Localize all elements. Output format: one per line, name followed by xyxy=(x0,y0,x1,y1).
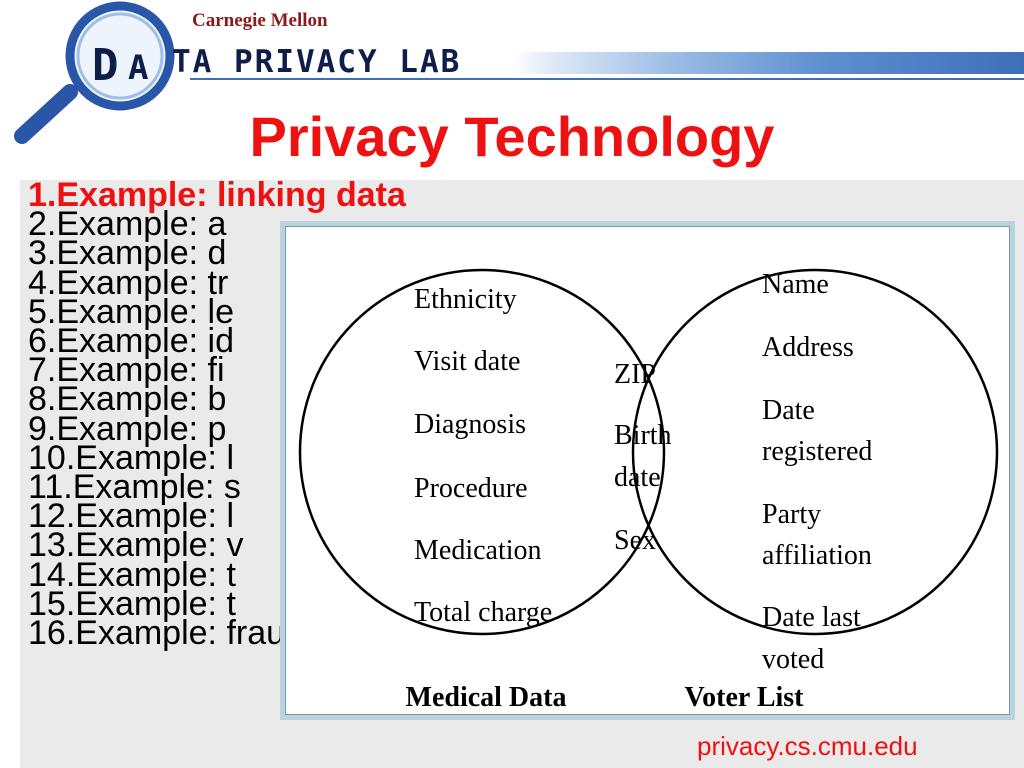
list-item: 15.Example: t xyxy=(28,584,236,623)
shared-field: Birth xyxy=(614,420,672,451)
list-item: 13.Example: v xyxy=(28,526,244,565)
list-item: 6.Example: id xyxy=(28,322,234,361)
magnifier-icon: D A xyxy=(14,1,175,144)
medical-field: Ethnicity xyxy=(414,284,517,315)
shared-field: Sex xyxy=(614,525,656,556)
institution-name: Carnegie Mellon xyxy=(192,10,328,31)
medical-field: Procedure xyxy=(414,473,528,504)
list-item: 3.Example: d xyxy=(28,234,227,273)
list-item: 10.Example: l xyxy=(28,438,234,477)
shared-field: ZIP xyxy=(614,359,656,390)
magnifier-letter: A xyxy=(128,48,148,88)
list-item: 9.Example: p xyxy=(28,409,227,448)
voter-list-label: Voter List xyxy=(685,682,805,713)
voter-field: voted xyxy=(762,644,824,675)
medical-field: Visit date xyxy=(414,346,520,377)
list-item: 11.Example: s xyxy=(28,468,241,507)
voter-field: Address xyxy=(762,332,854,363)
logo-letter: D xyxy=(92,40,119,91)
list-item: 14.Example: t xyxy=(28,555,236,594)
medical-data-label: Medical Data xyxy=(406,682,567,713)
slide-header: D A Carnegie Mellon TA PRIVACY LAB xyxy=(0,0,1024,144)
medical-field: Diagnosis xyxy=(414,409,526,440)
footer-url: privacy.cs.cmu.edu xyxy=(697,731,918,761)
voter-field: registered xyxy=(762,436,872,467)
header-gradient-bar xyxy=(512,52,1024,74)
voter-field: Name xyxy=(762,269,829,300)
shared-field: date xyxy=(614,462,661,493)
header-divider xyxy=(190,78,1024,80)
lab-name: TA PRIVACY LAB xyxy=(172,44,462,80)
list-item: 4.Example: tr xyxy=(28,263,229,302)
list-item: 8.Example: b xyxy=(28,380,227,419)
slide-title: Privacy Technology xyxy=(249,105,775,168)
voter-field: affiliation xyxy=(762,540,872,571)
list-item: 12.Example: l xyxy=(28,497,234,536)
voter-list-circle xyxy=(631,268,999,636)
medical-data-circle xyxy=(298,268,666,636)
medical-field: Total charge xyxy=(414,597,552,628)
voter-field: Date last xyxy=(762,602,861,633)
list-item: 1.Example: linking data xyxy=(28,176,406,214)
voter-field: Date xyxy=(762,395,815,426)
list-item: 5.Example: le xyxy=(28,292,234,331)
list-item: 7.Example: fi xyxy=(28,351,225,390)
medical-field: Medication xyxy=(414,535,542,566)
list-item: 2.Example: a xyxy=(28,205,227,244)
voter-field: Party xyxy=(762,499,821,530)
